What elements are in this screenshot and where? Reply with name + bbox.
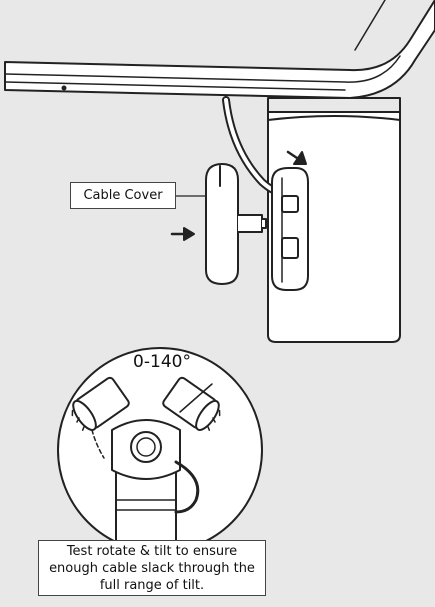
display-panel bbox=[4, 0, 435, 99]
detail-circle bbox=[57, 347, 263, 553]
arrow-right-icon bbox=[170, 227, 195, 241]
cable-cover-label: Cable Cover bbox=[70, 182, 176, 209]
arrow-down-right-icon bbox=[286, 150, 307, 165]
cover-clip-installed bbox=[271, 167, 309, 291]
cable-loop bbox=[174, 460, 200, 514]
instruction-note: Test rotate & tilt to ensure enough cabl… bbox=[38, 540, 266, 596]
cable-cover-part bbox=[205, 163, 267, 285]
tilt-range-label: 0-140° bbox=[133, 352, 191, 372]
tilt-head-left bbox=[71, 376, 130, 431]
